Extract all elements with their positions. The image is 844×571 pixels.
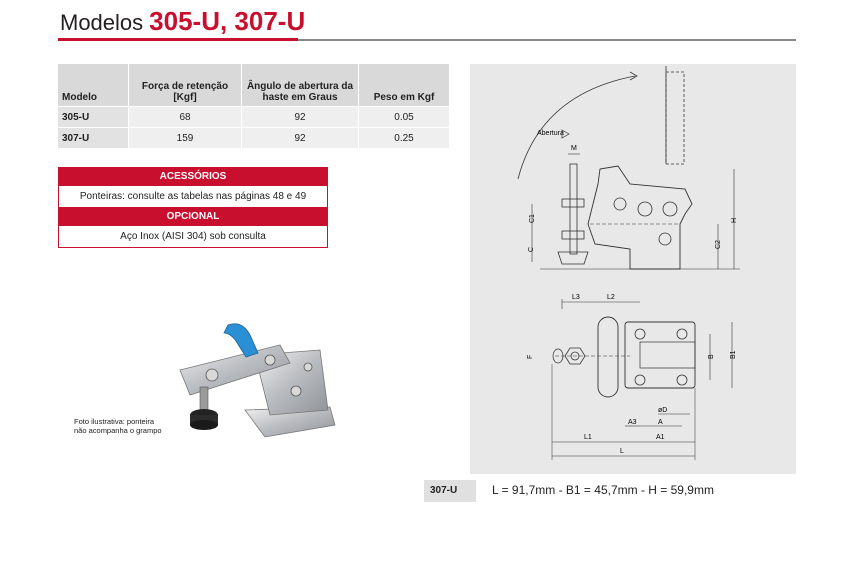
summary-dims: L = 91,7mm - B1 = 45,7mm - H = 59,9mm (492, 483, 714, 497)
label-abertura: Abertura (537, 130, 564, 137)
label-l3: L3 (572, 294, 580, 301)
cell-angulo: 92 (241, 127, 359, 148)
cell-angulo: 92 (241, 106, 359, 128)
label-c: C (528, 247, 535, 252)
title-model-word: Modelos (60, 10, 144, 35)
label-od: øD (658, 407, 667, 414)
cell-forca: 68 (128, 106, 242, 128)
photo-caption-line2: não acompanha o grampo (74, 426, 162, 435)
label-a3: A3 (628, 419, 637, 426)
label-h: H (731, 218, 738, 223)
cell-model: 305-U (58, 106, 129, 128)
title-divider (58, 39, 796, 41)
cell-peso: 0.25 (358, 127, 450, 148)
accessories-text: Ponteiras: consulte as tabelas nas págin… (59, 186, 327, 208)
label-l: L (620, 448, 624, 455)
label-l2: L2 (607, 294, 615, 301)
spec-header-row: Modelo Força de retenção [Kgf] Ângulo de… (58, 64, 450, 107)
technical-drawing: Abertura M C1 C H C2 L3 L2 (470, 64, 796, 474)
summary-model: 307-U (424, 480, 476, 502)
label-f: F (527, 355, 534, 359)
cell-forca: 159 (128, 127, 242, 148)
optional-text: Aço Inox (AISI 304) sob consulta (59, 226, 327, 247)
cell-peso: 0.05 (358, 106, 450, 128)
label-l1: L1 (584, 434, 592, 441)
accessories-header: ACESSÓRIOS (59, 168, 327, 186)
technical-drawing-svg: Abertura M C1 C H C2 L3 L2 (517, 66, 740, 460)
cell-model: 307-U (58, 127, 129, 148)
table-row: 305-U 68 92 0.05 (58, 106, 450, 128)
accessories-box: ACESSÓRIOS Ponteiras: consulte as tabela… (58, 167, 328, 248)
optional-header: OPCIONAL (59, 208, 327, 226)
label-c1: C1 (529, 214, 536, 223)
col-header-angulo: Ângulo de abertura da haste em Graus (241, 64, 359, 107)
label-a: A (658, 419, 663, 426)
photo-caption-line1: Foto ilustrativa: ponteira (74, 417, 155, 426)
col-header-modelo: Modelo (58, 64, 129, 107)
label-b: B (708, 354, 715, 359)
label-m: M (571, 145, 577, 152)
label-b1: B1 (730, 350, 737, 359)
spec-table: Modelo Força de retenção [Kgf] Ângulo de… (58, 64, 450, 148)
title-model-codes: 305-U, 307-U (149, 6, 306, 36)
label-a1: A1 (656, 434, 665, 441)
col-header-peso: Peso em Kgf (358, 64, 450, 107)
title-divider-accent (58, 38, 298, 41)
table-row: 307-U 159 92 0.25 (58, 127, 450, 148)
photo-caption: Foto ilustrativa: ponteira não acompanha… (74, 417, 162, 435)
col-header-forca: Força de retenção [Kgf] (128, 64, 242, 107)
label-c2: C2 (715, 240, 722, 249)
clamp-photo (179, 323, 336, 438)
